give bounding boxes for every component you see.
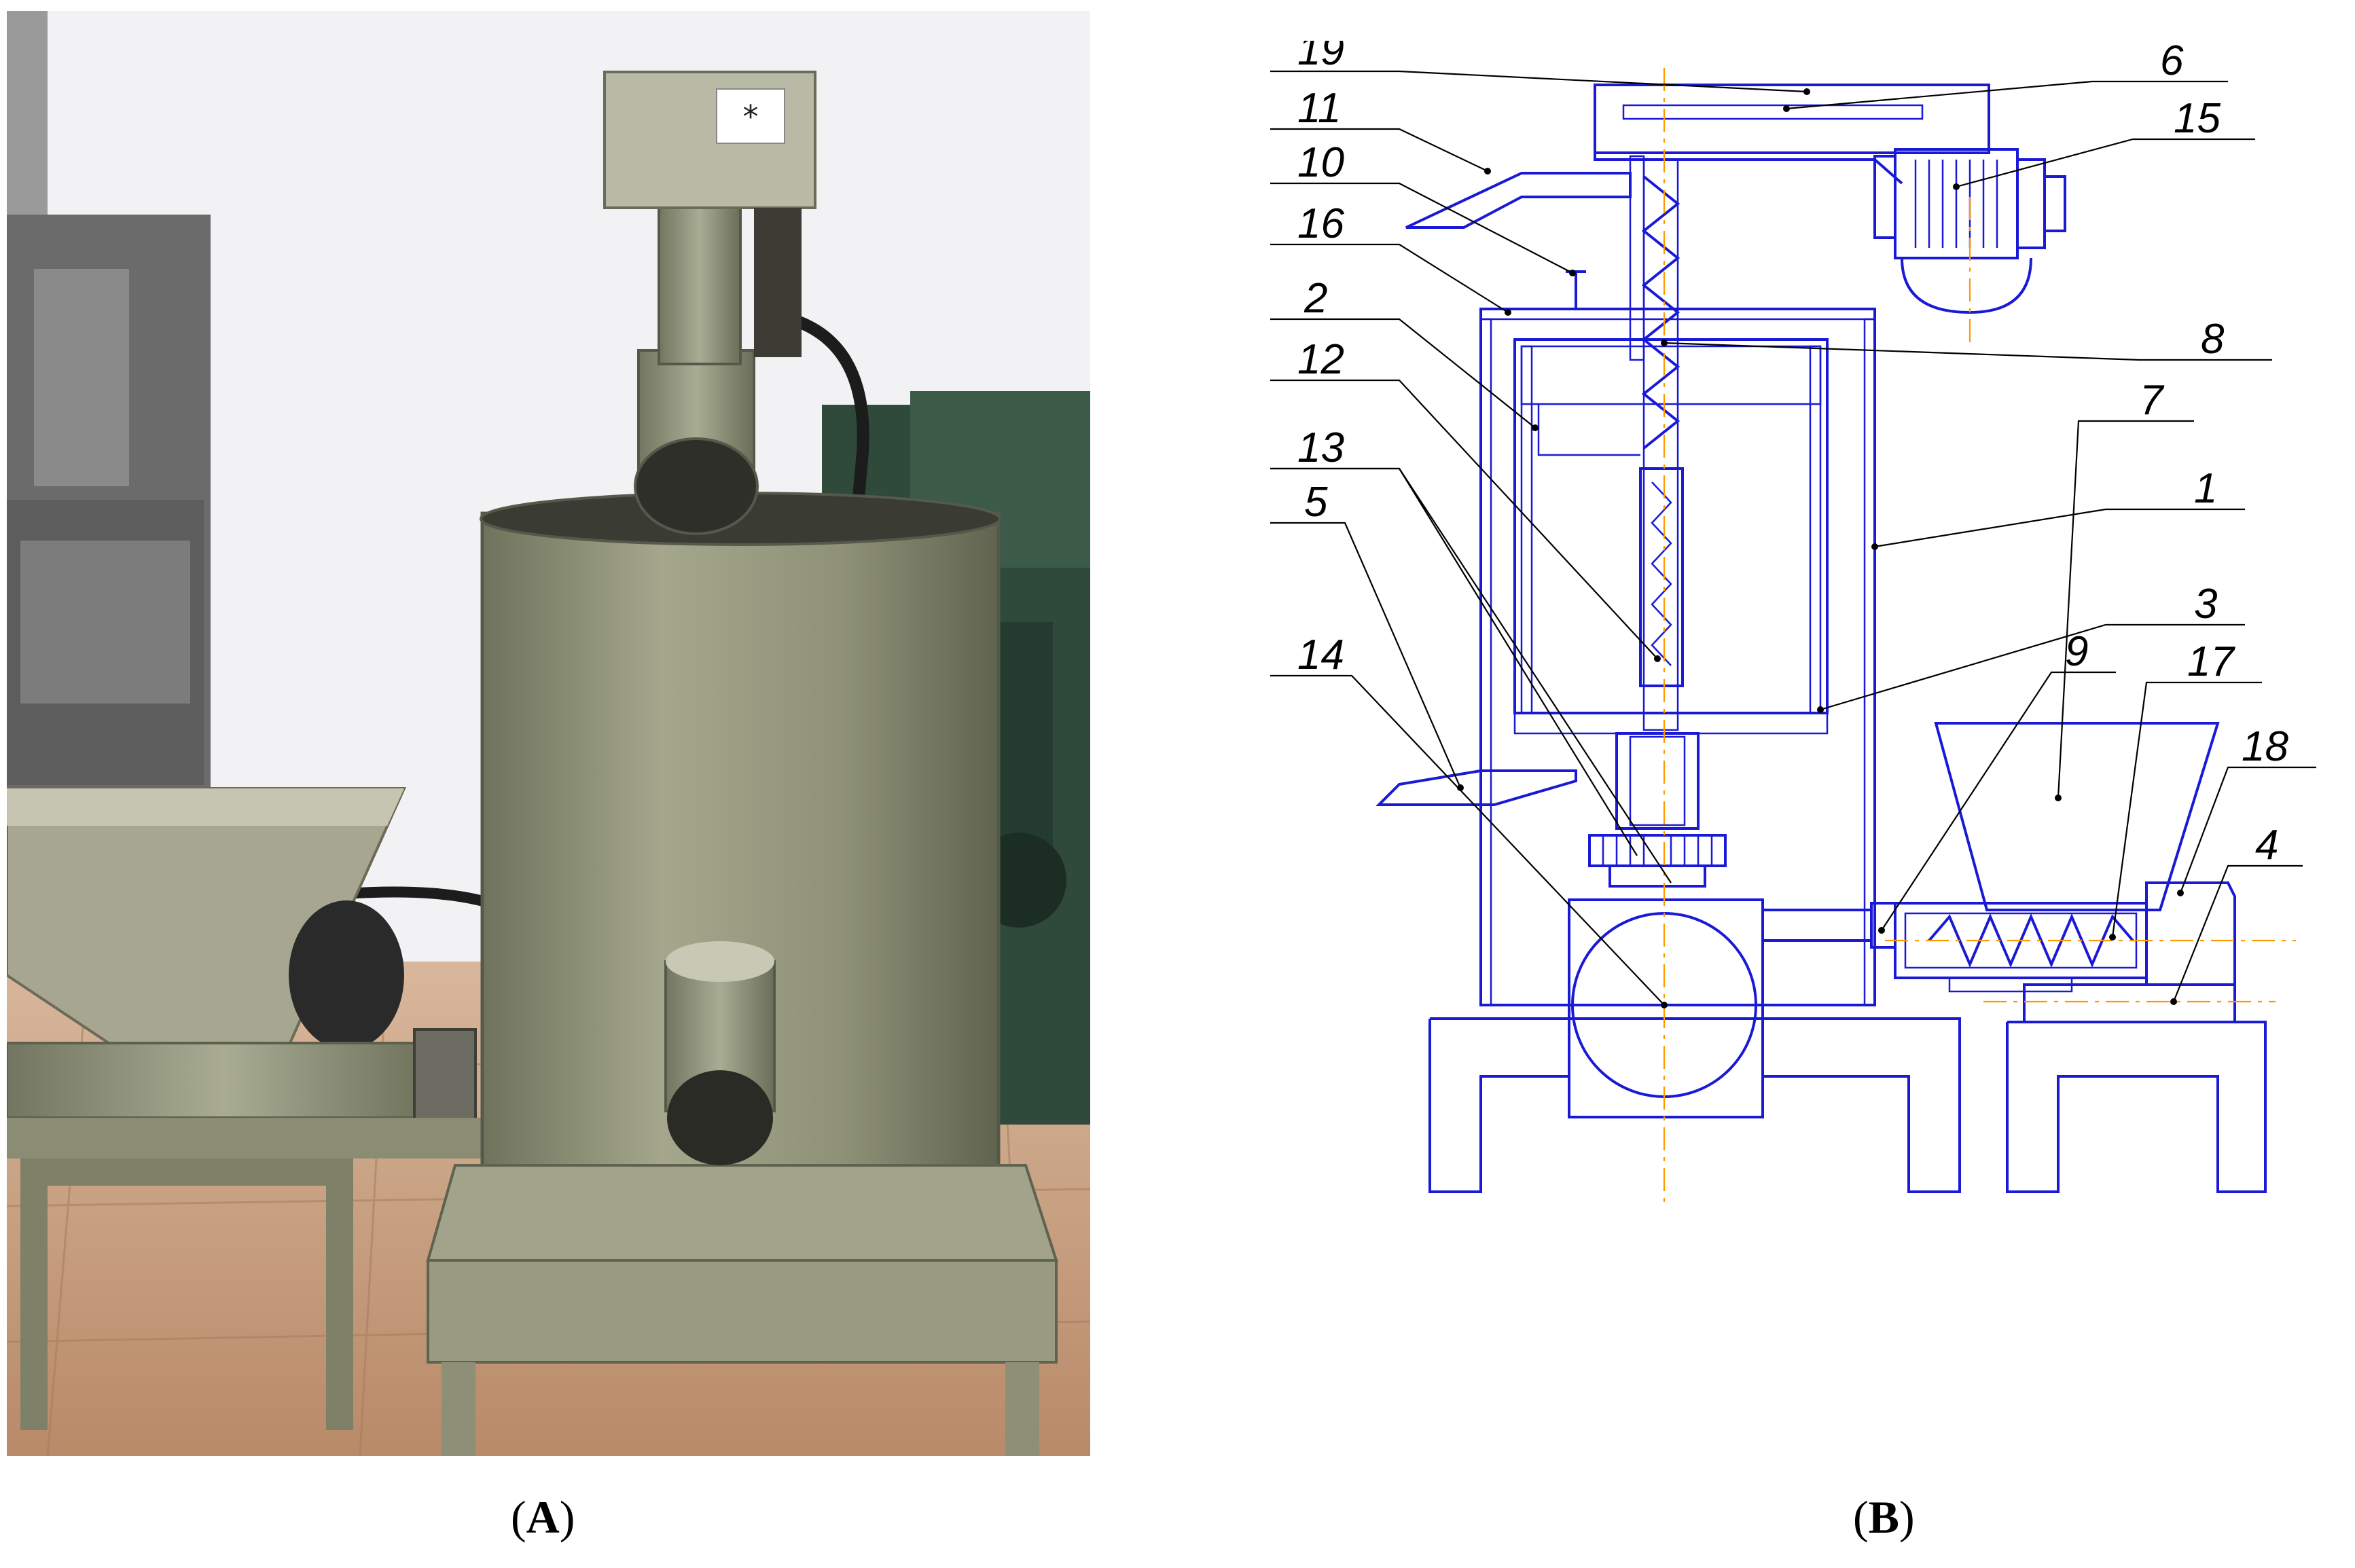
- inner-drum: [1513, 338, 1829, 714]
- feeder-motor: [289, 900, 404, 1050]
- hopper: [1934, 722, 2220, 911]
- drive-belt: [1622, 104, 1924, 120]
- top-cover: [1594, 84, 1990, 154]
- outer-casing-right: [1863, 318, 1876, 1006]
- screw-feeder: [5, 787, 496, 1430]
- callout-11: 11: [1297, 85, 1341, 132]
- drive-motor: [754, 208, 802, 357]
- technical-drawing: 19 11 10 16 2 12 13 5 14 6 15 8 1 3 9 7 …: [1270, 27, 2316, 1209]
- machine-photo: *: [5, 11, 1091, 1457]
- caption-a: (A): [511, 1491, 575, 1543]
- callout-17: 17: [2187, 638, 2235, 685]
- callout-5: 5: [1304, 479, 1328, 526]
- outer-casing-left: [1479, 318, 1492, 1006]
- discharge-spout: [1405, 172, 1632, 229]
- power-cable: [779, 310, 869, 528]
- center-lines: [1663, 68, 2296, 1209]
- callout-7: 7: [2140, 377, 2165, 424]
- warning-label-glyph: *: [743, 98, 759, 135]
- callout-4: 4: [2255, 822, 2278, 869]
- caption-b: (B): [1853, 1491, 1915, 1543]
- callout-9: 9: [2065, 628, 2088, 675]
- vertical-screw: [1641, 175, 1680, 450]
- leader-lines: [1270, 70, 2316, 1008]
- callout-10: 10: [1297, 139, 1344, 186]
- outlet-chute: [1376, 769, 1577, 806]
- warning-label: [716, 88, 785, 144]
- drive-box: [1568, 898, 1764, 1118]
- drawing-panel: 19 11 10 16 2 12 13 5 14 6 15 8 1 3 9 7 …: [1196, 27, 2350, 1236]
- background-machine-left: [7, 11, 211, 812]
- casing-lid: [1479, 308, 1876, 321]
- callout-15: 15: [2174, 95, 2221, 142]
- callout-3: 3: [2194, 581, 2217, 627]
- callout-16: 16: [1297, 200, 1344, 247]
- callout-8: 8: [2201, 316, 2225, 363]
- main-tank: *: [426, 71, 1058, 1456]
- callout-18: 18: [2242, 723, 2288, 770]
- feeder-stand: [2006, 1021, 2267, 1193]
- drawing-geometry: [1376, 84, 2267, 1193]
- callout-19: 19: [1297, 41, 1344, 74]
- callout-1: 1: [2194, 465, 2217, 512]
- callout-13: 13: [1297, 424, 1344, 471]
- photo-panel: *: [5, 11, 1091, 1457]
- callout-labels: 19 11 10 16 2 12 13 5 14 6 15 8 1 3 9 7 …: [1297, 27, 2288, 869]
- callout-14: 14: [1297, 632, 1344, 678]
- callout-6: 6: [2160, 41, 2184, 84]
- callout-2: 2: [1304, 275, 1327, 322]
- end-bearing-housing: [2145, 881, 2236, 986]
- feed-screw: [1928, 913, 2134, 968]
- bearing-housing: [1615, 732, 1700, 830]
- callout-12: 12: [1297, 336, 1344, 383]
- feed-pipe: [1761, 909, 1873, 942]
